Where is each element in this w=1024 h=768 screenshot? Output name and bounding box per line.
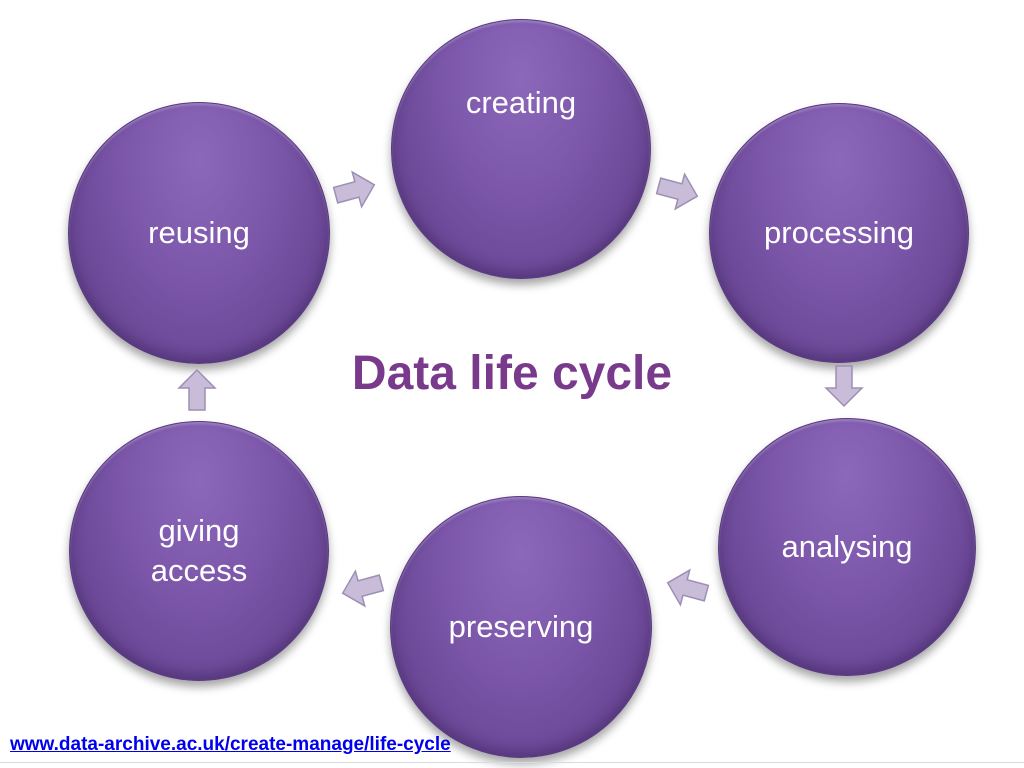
arrow-left-icon <box>666 568 710 607</box>
stage-giving-access: giving access <box>69 421 329 681</box>
arrow-right-icon <box>655 172 699 211</box>
stage-analysing-label: analysing <box>781 528 913 564</box>
stage-preserving-label: preserving <box>448 608 594 644</box>
source-link[interactable]: www.data-archive.ac.uk/create-manage/lif… <box>10 734 451 755</box>
arrow-down-icon <box>824 365 864 408</box>
stage-preserving: preserving <box>390 496 652 758</box>
stage-reusing-label: reusing <box>148 214 250 250</box>
stage-reusing: reusing <box>68 102 330 364</box>
stage-processing-label: processing <box>764 214 914 250</box>
diagram-title: Data life cycle <box>351 347 673 400</box>
arrow-right-icon <box>332 170 376 209</box>
stage-processing: processing <box>709 103 969 363</box>
stage-analysing: analysing <box>718 418 976 676</box>
stage-giving-access-label: giving access <box>150 512 248 588</box>
arrow-left-icon <box>341 569 385 608</box>
footer-divider <box>0 762 1024 763</box>
stage-creating-label: creating <box>465 84 577 120</box>
stage-creating: creating <box>391 19 651 279</box>
arrow-up-icon <box>177 368 217 411</box>
